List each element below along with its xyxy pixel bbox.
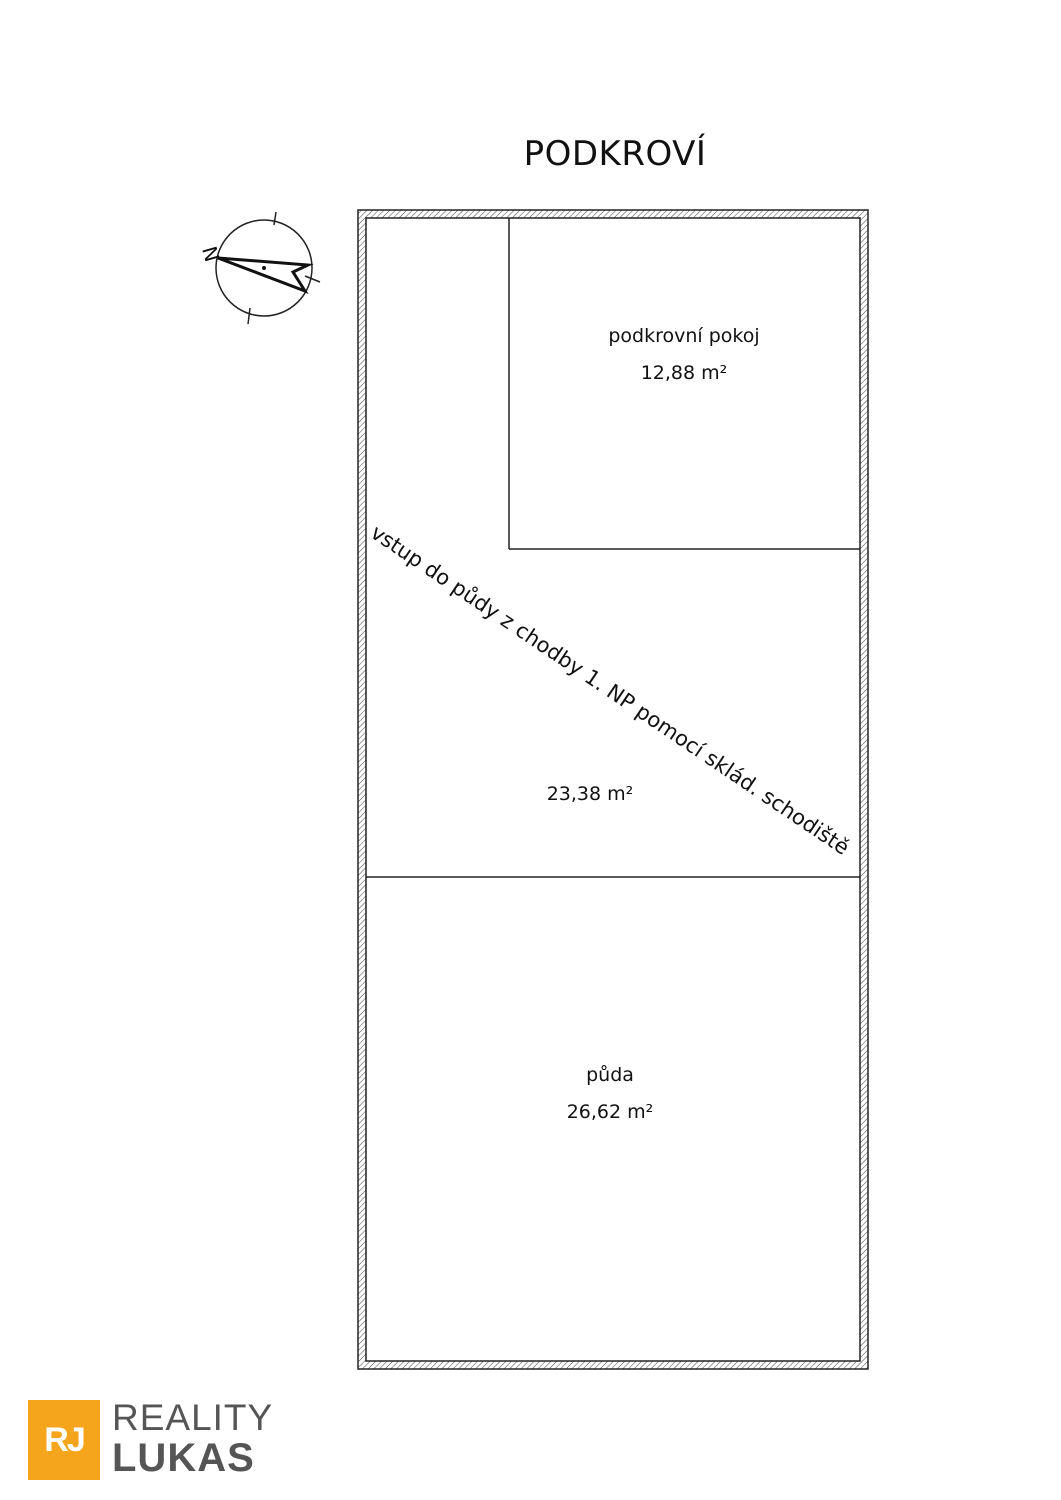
room-hall: 23,38 m² — [490, 776, 690, 813]
logo-line1: REALITY — [112, 1397, 274, 1438]
logo-mark: RJ — [28, 1400, 100, 1480]
room-attic: půda 26,62 m² — [510, 1057, 710, 1131]
room-area: 26,62 m² — [566, 1101, 654, 1123]
room-name: podkrovní pokoj — [608, 325, 760, 347]
room-area: 23,38 m² — [546, 783, 634, 805]
north-arrow-icon — [215, 211, 321, 325]
floor-title: PODKROVÍ — [523, 134, 707, 174]
logo-text: REALITY LUKAS — [112, 1397, 274, 1480]
company-logo: RJ REALITY LUKAS — [28, 1397, 278, 1480]
logo-line2: LUKAS — [112, 1436, 255, 1480]
room-attic-room: podkrovní pokoj 12,88 m² — [560, 318, 808, 392]
compass-north-letter: N — [197, 244, 224, 265]
room-area: 12,88 m² — [640, 362, 728, 384]
room-name: půda — [586, 1064, 634, 1086]
outer-wall — [357, 209, 869, 1370]
